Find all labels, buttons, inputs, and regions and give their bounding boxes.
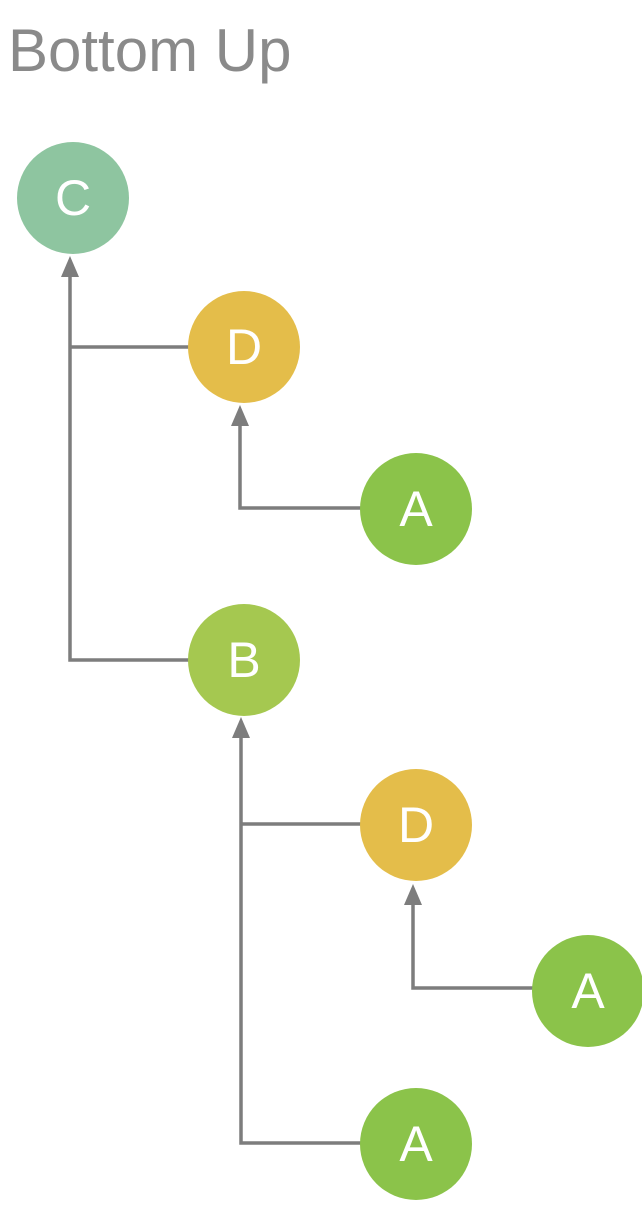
arrow-up-icon xyxy=(404,884,422,905)
arrow-up-icon xyxy=(61,256,79,277)
node-a-right: A xyxy=(532,935,642,1047)
node-label: D xyxy=(225,319,263,375)
edge-a1-to-d1 xyxy=(238,424,361,510)
node-d-lower: D xyxy=(360,769,472,881)
node-label: A xyxy=(571,963,605,1019)
node-a-upper: A xyxy=(360,453,472,565)
node-label: B xyxy=(227,632,261,688)
node-label: C xyxy=(54,170,92,226)
node-a-bottom: A xyxy=(360,1088,472,1200)
edge-a3-to-b xyxy=(239,736,362,1145)
edge-b-to-c xyxy=(68,274,189,662)
node-label: D xyxy=(397,797,435,853)
node-label: A xyxy=(399,1116,433,1172)
page-title: Bottom Up xyxy=(8,17,292,84)
node-label: A xyxy=(399,481,433,537)
arrow-up-icon xyxy=(231,405,249,426)
edge-a2-to-d2 xyxy=(411,903,534,990)
node-b: B xyxy=(188,604,300,716)
node-d-upper: D xyxy=(188,291,300,403)
arrow-up-icon xyxy=(232,717,250,738)
node-c: C xyxy=(17,142,129,254)
